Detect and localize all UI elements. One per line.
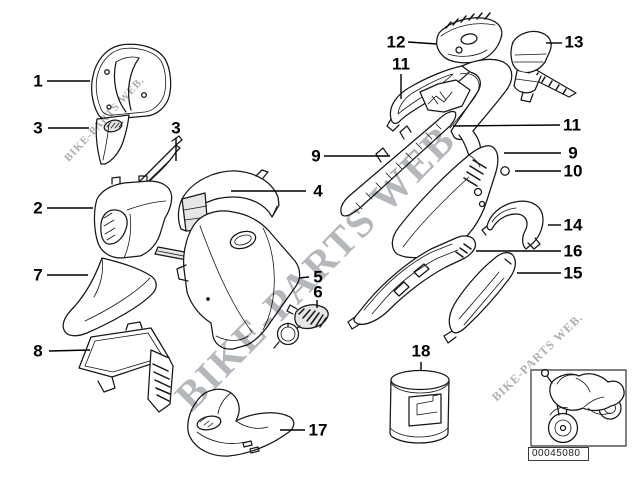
part-5-side-fairing [176,210,301,350]
callout-11-right[interactable]: 11 [563,115,581,135]
callout-5[interactable]: 5 [313,267,323,287]
diagram-code: 00045080 [528,447,589,461]
callout-3-mid[interactable]: 3 [171,118,181,138]
part-9-sill-strip [340,110,457,217]
callout-11-top[interactable]: 11 [392,54,410,74]
callout-9-left[interactable]: 9 [311,146,321,166]
part-12-tail-cover [436,12,503,64]
callout-16[interactable]: 16 [563,241,583,261]
part-10-grommet [500,166,510,176]
callout-1[interactable]: 1 [33,71,43,91]
part-4-cockpit-cover [177,169,280,232]
callout-13[interactable]: 13 [564,32,584,52]
callout-17[interactable]: 17 [308,420,328,440]
part-18-paint-can [389,369,450,444]
callout-12[interactable]: 12 [386,32,406,52]
part-6-lock-fitting [273,304,329,349]
part-17-belly-pan [187,388,295,457]
thumbnail-motorcycle [530,368,627,447]
callout-3-left[interactable]: 3 [33,118,43,138]
part-15-side-cover [443,252,516,344]
callout-6[interactable]: 6 [313,282,323,302]
part-1-windscreen [91,43,172,120]
callout-4[interactable]: 4 [313,181,323,201]
part-3-bracket [95,114,130,165]
callout-2[interactable]: 2 [33,198,43,218]
callout-14[interactable]: 14 [563,215,583,235]
callout-8[interactable]: 8 [33,341,43,361]
callout-7[interactable]: 7 [33,265,43,285]
part-2-front-cowl [93,175,173,259]
part-11-grab-rail [386,58,513,160]
part-8-lower-panel [78,321,174,413]
callout-9-right[interactable]: 9 [568,143,578,163]
part-14-rear-cover [481,200,544,250]
callout-15[interactable]: 15 [563,263,583,283]
callout-10[interactable]: 10 [563,161,583,181]
part-7-front-fender [62,257,157,337]
part-13-tail-bracket [510,30,577,103]
part-16-lower-rail [347,235,477,330]
callout-18[interactable]: 18 [411,341,431,361]
